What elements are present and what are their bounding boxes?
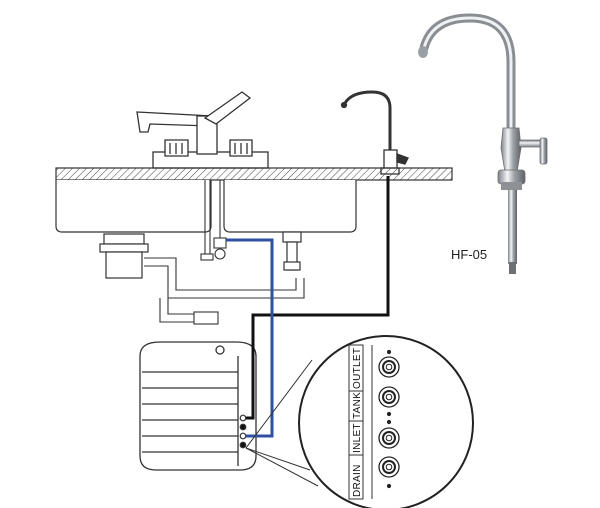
hf05-faucet-photo xyxy=(418,13,548,274)
outlet-port-fitting-icon xyxy=(378,356,400,378)
faucet-model-label: HF-05 xyxy=(451,247,487,262)
drain-port-label: DRAIN xyxy=(352,464,363,497)
outlet-port-label: OUTLET xyxy=(352,348,363,389)
tank-port-label: TANK xyxy=(352,392,363,419)
ro-faucet-icon xyxy=(340,90,409,175)
ro-unit-icon xyxy=(139,341,257,471)
port-callout-lines xyxy=(245,359,319,487)
port-fittings xyxy=(378,349,400,489)
inlet-port-fitting-icon xyxy=(378,427,400,449)
countertop xyxy=(55,167,453,181)
port-magnifier-circle xyxy=(298,335,474,508)
ro-unit-port-dots xyxy=(239,414,247,449)
sink-icon xyxy=(55,180,357,279)
tank-port-fitting-icon xyxy=(378,386,400,408)
drain-pipes xyxy=(144,180,305,325)
product-water-line xyxy=(246,176,390,420)
port-label-column xyxy=(348,344,364,500)
inlet-port-label: INLET xyxy=(352,423,363,453)
feed-water-line xyxy=(226,238,274,438)
drain-port-fitting-icon xyxy=(378,456,400,478)
kitchen-mixer-faucet-icon xyxy=(136,91,269,169)
